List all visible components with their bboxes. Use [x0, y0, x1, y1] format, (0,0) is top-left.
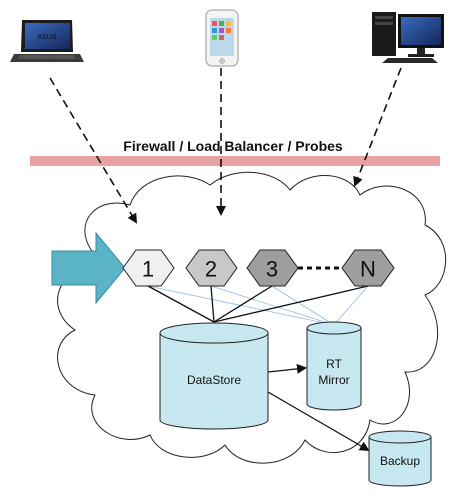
svg-text:RT: RT: [326, 357, 342, 371]
firewall-bar: [30, 156, 440, 166]
datastore-to-mirror-arrow: [267, 363, 307, 374]
backup-cylinder: Backup: [368, 430, 432, 487]
node-2: 2: [185, 249, 238, 287]
svg-text:N: N: [360, 257, 376, 282]
svg-text:2: 2: [205, 257, 217, 282]
node-n: N: [341, 249, 395, 287]
datastore-links: [147, 285, 369, 323]
laptop-icon: ASUS: [10, 20, 84, 62]
smartphone-icon: [205, 9, 239, 67]
svg-text:Backup: Backup: [380, 454, 420, 468]
incoming-traffic-arrow: [51, 231, 126, 305]
datastore-cylinder: DataStore: [159, 322, 269, 430]
svg-text:ASUS: ASUS: [37, 34, 56, 41]
node-1: 1: [122, 249, 175, 287]
desktop-computer-icon: [372, 12, 444, 63]
node-3: 3: [246, 249, 299, 287]
rt-mirror-cylinder: RT Mirror: [306, 321, 362, 411]
svg-text:DataStore: DataStore: [187, 373, 241, 387]
svg-text:Mirror: Mirror: [318, 373, 349, 387]
desktop-connection-arrow: [353, 67, 402, 187]
laptop-connection-arrow: [49, 77, 138, 224]
datastore-to-backup-arrow: [267, 391, 370, 452]
svg-text:3: 3: [266, 257, 278, 282]
svg-text:1: 1: [142, 257, 154, 282]
firewall-label: Firewall / Load Balancer / Probes: [123, 138, 343, 154]
